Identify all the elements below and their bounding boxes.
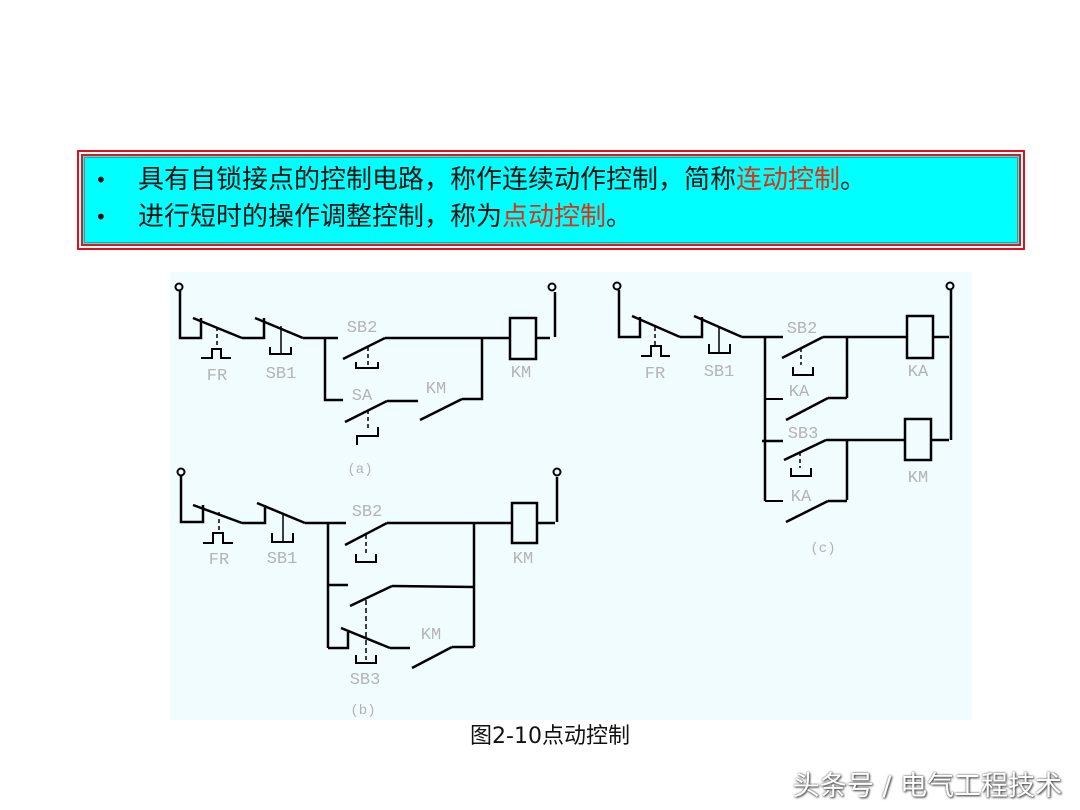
figure-caption: 图2-10点动控制 [470,724,630,749]
circuit-c: SB2 FR SB1 KA KA SB3 KM KA (c) [612,281,955,557]
line2-end: 。 [606,202,633,232]
line1-text: 具有自锁接点的控制电路，称作连续动作控制，简称 [138,165,737,195]
label-sb1: SB1 [704,363,735,382]
label-fr: FR [209,551,229,570]
label-sb1: SB1 [267,550,298,569]
label-ka-contact-2: KA [791,488,812,507]
label-sb2: SB2 [352,503,383,522]
label-km-contact: KM [426,380,446,399]
bullet-line-1: • 具有自锁接点的控制电路，称作连续动作控制，简称连动控制。 [83,162,1019,199]
caption-c: (c) [810,541,835,557]
label-sb2: SB2 [347,319,378,338]
bullet-icon: • [95,205,107,229]
line2-highlight: 点动控制 [502,202,607,232]
label-km-coil: KM [511,364,531,383]
circuit-b: SB2 FR SB1 KM KM SB3 (b) [176,467,562,719]
label-fr: FR [645,365,665,384]
label-km-coil: KM [908,469,928,488]
label-sb3: SB3 [788,425,819,444]
bullet-line-2: • 进行短时的操作调整控制，称为点动控制。 [83,199,1019,236]
watermark: 头条号 / 电气工程技术 [792,771,1062,802]
label-km-coil: KM [513,550,533,569]
label-ka-coil: KA [908,363,929,382]
label-sb1: SB1 [266,365,297,384]
line2-text: 进行短时的操作调整控制，称为 [138,202,503,232]
definition-textbox: • 具有自锁接点的控制电路，称作连续动作控制，简称连动控制。 • 进行短时的操作… [77,150,1025,250]
line1-highlight: 连动控制 [736,165,841,195]
circuit-diagram-background [170,272,972,720]
caption-a: (a) [347,462,372,478]
label-sa: SA [352,387,373,406]
label-km-contact: KM [421,626,441,645]
label-ka-contact: KA [789,383,810,402]
label-sb2: SB2 [787,320,818,339]
bullet-icon: • [95,168,107,192]
caption-b: (b) [350,703,375,719]
circuit-a: SB2 FR SB1 SA KM KM (a) [174,282,557,478]
label-sb3: SB3 [350,671,381,690]
label-fr: FR [207,367,227,386]
line1-end: 。 [840,165,867,195]
